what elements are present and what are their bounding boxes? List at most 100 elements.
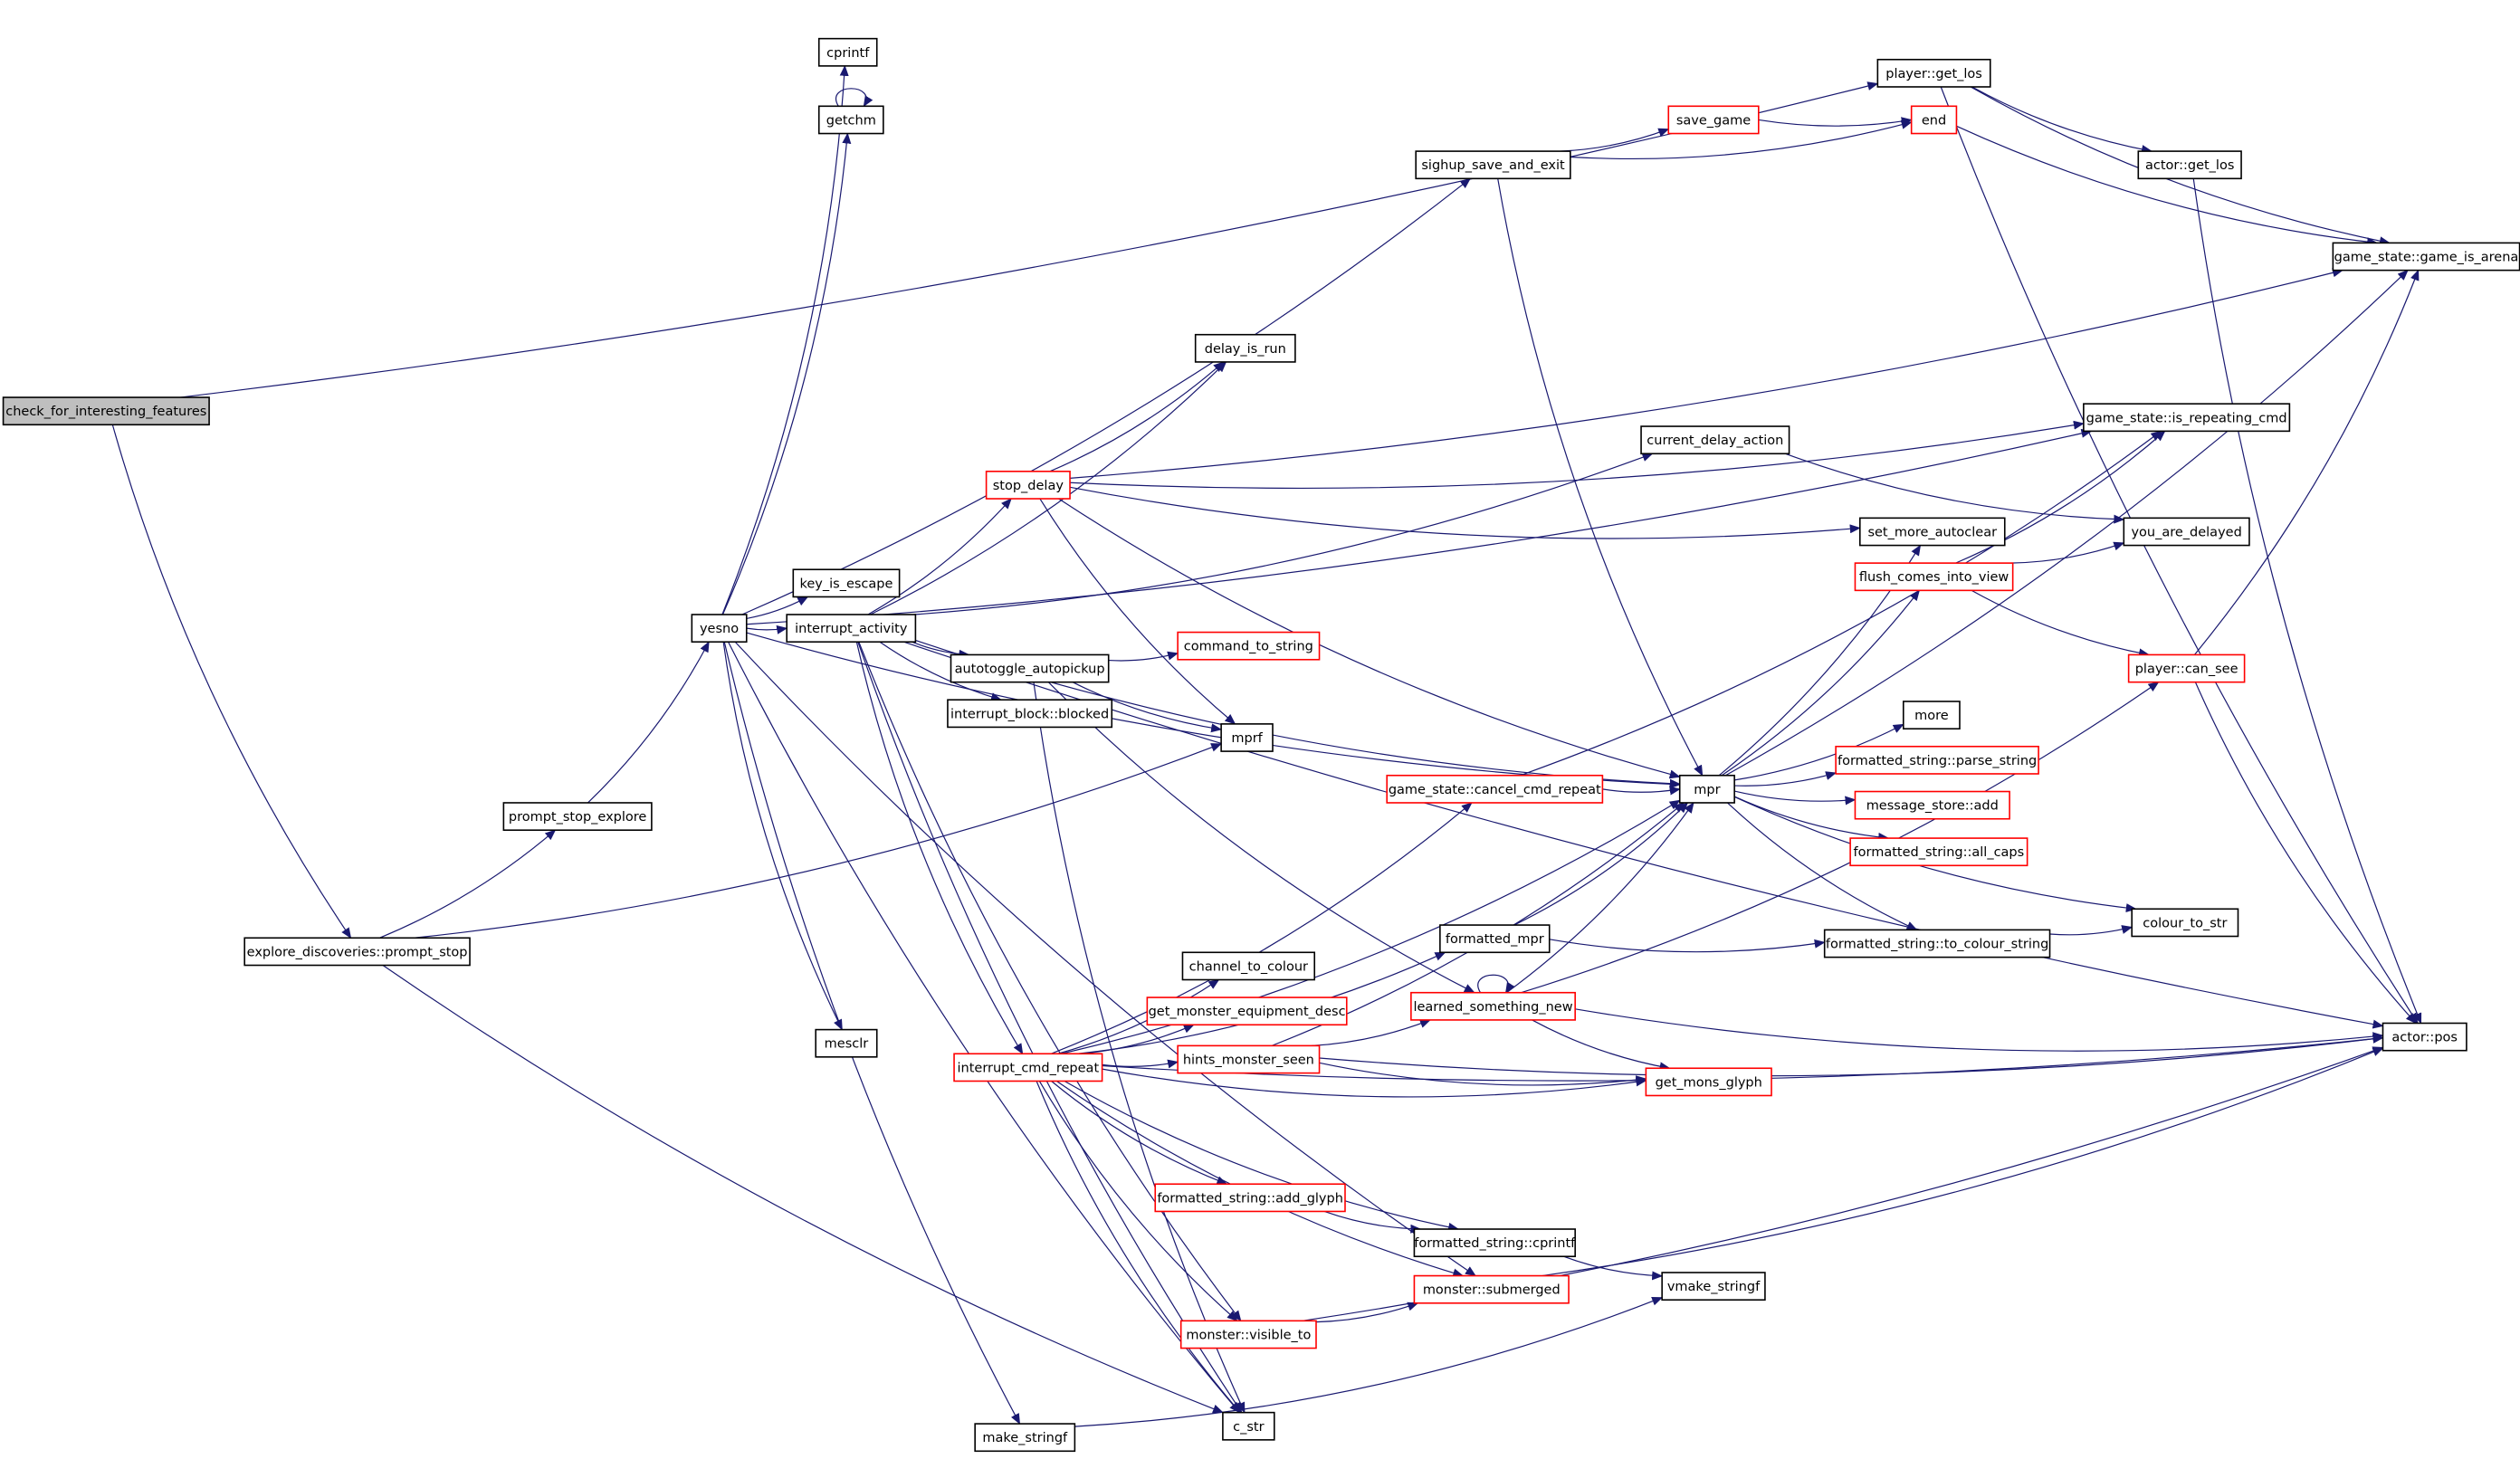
node-key-is-escape[interactable]: key_is_escape	[792, 568, 901, 598]
node-yesno[interactable]: yesno	[691, 614, 748, 644]
edge	[1102, 1068, 1647, 1098]
node-mesclr[interactable]: mesclr	[815, 1028, 878, 1058]
node-label: yesno	[700, 622, 739, 636]
edge-interrupt_cmd_repeat-to-mpr	[1061, 799, 1681, 1054]
edge-getchm-to-getchm	[835, 88, 873, 108]
node-autotoggle-autopickup[interactable]: autotoggle_autopickup	[950, 653, 1110, 683]
node-parse-string[interactable]: formatted_string::parse_string	[1835, 745, 2039, 775]
node-player-get-los[interactable]: player::get_los	[1876, 58, 1991, 88]
edge-interrupt_activity-to-interrupt_cmd_repeat	[855, 642, 1024, 1055]
node-colour-to-str[interactable]: colour_to_str	[2131, 908, 2239, 938]
node-is-repeating-cmd[interactable]: game_state::is_repeating_cmd	[2083, 403, 2291, 433]
edge-interrupt_cmd_repeat-to-channel_to_colour	[1057, 978, 1220, 1054]
node-label: formatted_string::cprintf	[1414, 1236, 1576, 1251]
edge	[2049, 925, 2133, 936]
edge-interrupt_activity-to-interrupt_block_blocked	[879, 641, 1002, 701]
edge-mpr-to-flush_comes_into_view	[1721, 589, 1921, 777]
node-all-caps[interactable]: formatted_string::all_caps	[1849, 837, 2028, 867]
node-cancel-cmd-repeat[interactable]: game_state::cancel_cmd_repeat	[1386, 774, 1604, 804]
edge	[721, 132, 852, 615]
node-box	[2332, 242, 2520, 272]
node-c-str[interactable]: c_str	[1222, 1411, 1275, 1441]
edge	[414, 743, 1223, 939]
node-label: explore_discoveries::prompt_stop	[247, 945, 468, 959]
edge	[1734, 771, 1838, 787]
node-fs-cprintf[interactable]: formatted_string::cprintf	[1413, 1228, 1576, 1258]
edge-explore_prompt_stop-to-c_str	[382, 965, 1224, 1414]
node-mprf[interactable]: mprf	[1220, 723, 1274, 752]
node-label: game_state::is_repeating_cmd	[2086, 411, 2287, 425]
node-message-store-add[interactable]: message_store::add	[1854, 790, 2010, 820]
node-box	[1220, 723, 1274, 752]
node-sighup-save-and-exit[interactable]: sighup_save_and_exit	[1415, 150, 1571, 180]
node-flush-comes-into-view[interactable]: flush_comes_into_view	[1854, 562, 2014, 592]
node-player-can-see[interactable]: player::can_see	[2127, 653, 2246, 683]
node-you-are-delayed[interactable]: you_are_delayed	[2123, 517, 2250, 547]
node-box	[950, 653, 1110, 683]
node-delay-is-run[interactable]: delay_is_run	[1194, 333, 1296, 363]
node-label: c_str	[1233, 1420, 1264, 1435]
node-monster-submerged[interactable]: monster::submerged	[1413, 1274, 1570, 1304]
edge	[1319, 1034, 2384, 1077]
edge-mpr-to-colour_to_str	[1733, 796, 2137, 913]
edge	[1064, 1080, 1460, 1232]
edge-check_for_interesting_features-to-explore_prompt_stop	[111, 424, 352, 939]
node-box	[502, 802, 653, 831]
node-getchm[interactable]: getchm	[817, 105, 884, 135]
node-check-for-interesting-features[interactable]: check_for_interesting_features	[2, 396, 210, 426]
node-game-is-arena[interactable]: game_state::game_is_arena	[2332, 242, 2520, 272]
node-formatted-mpr[interactable]: formatted_mpr	[1439, 924, 1551, 954]
node-mpr[interactable]: mpr	[1678, 774, 1735, 804]
edge	[1970, 86, 2391, 246]
node-label: vmake_stringf	[1667, 1280, 1761, 1294]
node-vmake-stringf[interactable]: vmake_stringf	[1661, 1272, 1766, 1302]
node-label: formatted_string::all_caps	[1854, 845, 2025, 860]
node-hints-monster-seen[interactable]: hints_monster_seen	[1177, 1044, 1321, 1074]
node-box	[1823, 929, 2051, 958]
node-label: learned_something_new	[1413, 1000, 1572, 1015]
edge	[587, 641, 710, 804]
edge	[1311, 1019, 1431, 1046]
node-cprintf[interactable]: cprintf	[817, 37, 878, 67]
edge-to_colour_string-to-colour_to_str	[2049, 925, 2133, 936]
node-save-game[interactable]: save_game	[1667, 105, 1760, 135]
edge-interrupt_activity-to-actor_pos	[903, 641, 2384, 1029]
node-interrupt-block-blocked[interactable]: interrupt_block::blocked	[947, 699, 1113, 729]
node-current-delay-action[interactable]: current_delay_action	[1640, 425, 1790, 455]
node-actor-get-los[interactable]: actor::get_los	[2137, 150, 2242, 180]
node-make-stringf[interactable]: make_stringf	[974, 1423, 1076, 1453]
edge-monster_visible_to-to-monster_submerged	[1315, 1302, 1419, 1323]
node-interrupt-cmd-repeat[interactable]: interrupt_cmd_repeat	[953, 1053, 1103, 1082]
node-more[interactable]: more	[1902, 701, 1961, 730]
node-interrupt-activity[interactable]: interrupt_activity	[786, 614, 917, 644]
node-end[interactable]: end	[1910, 105, 1958, 135]
node-explore-prompt-stop[interactable]: explore_discoveries::prompt_stop	[243, 937, 471, 967]
node-label: game_state::cancel_cmd_repeat	[1389, 783, 1601, 797]
edge	[857, 642, 1243, 1414]
edge	[858, 642, 1242, 1322]
edge	[1323, 1210, 1422, 1234]
node-add-glyph[interactable]: formatted_string::add_glyph	[1154, 1183, 1346, 1213]
edge-yesno-to-getchm	[721, 132, 852, 615]
edge-player_get_los-to-actor_get_los	[1971, 86, 2153, 154]
node-set-more-autoclear[interactable]: set_more_autoclear	[1858, 517, 2006, 547]
node-box	[1154, 1183, 1346, 1213]
node-get-mons-glyph[interactable]: get_mons_glyph	[1645, 1067, 1772, 1097]
edge-player_get_los-to-actor_pos	[1940, 86, 2419, 1025]
node-box	[2127, 653, 2246, 683]
node-actor-pos[interactable]: actor::pos	[2382, 1022, 2468, 1052]
node-label: interrupt_activity	[795, 622, 908, 636]
edge	[1955, 430, 2166, 564]
node-monster-visible-to[interactable]: monster::visible_to	[1179, 1320, 1317, 1349]
node-stop-delay[interactable]: stop_delay	[985, 471, 1071, 500]
node-label: autotoggle_autopickup	[955, 663, 1105, 677]
node-to-colour-string[interactable]: formatted_string::to_colour_string	[1823, 929, 2051, 958]
node-command-to-string[interactable]: command_to_string	[1177, 631, 1321, 661]
edge-flush_comes_into_view-to-player_can_see	[1971, 589, 2150, 658]
node-prompt-stop-explore[interactable]: prompt_stop_explore	[502, 802, 653, 831]
node-channel-to-colour[interactable]: channel_to_colour	[1181, 951, 1316, 981]
node-learned-something-new[interactable]: learned_something_new	[1410, 991, 1576, 1021]
node-get-monster-equipment-desc[interactable]: get_monster_equipment_desc	[1146, 996, 1348, 1026]
edge-sighup_save_and_exit-to-mpr	[1497, 178, 1704, 777]
